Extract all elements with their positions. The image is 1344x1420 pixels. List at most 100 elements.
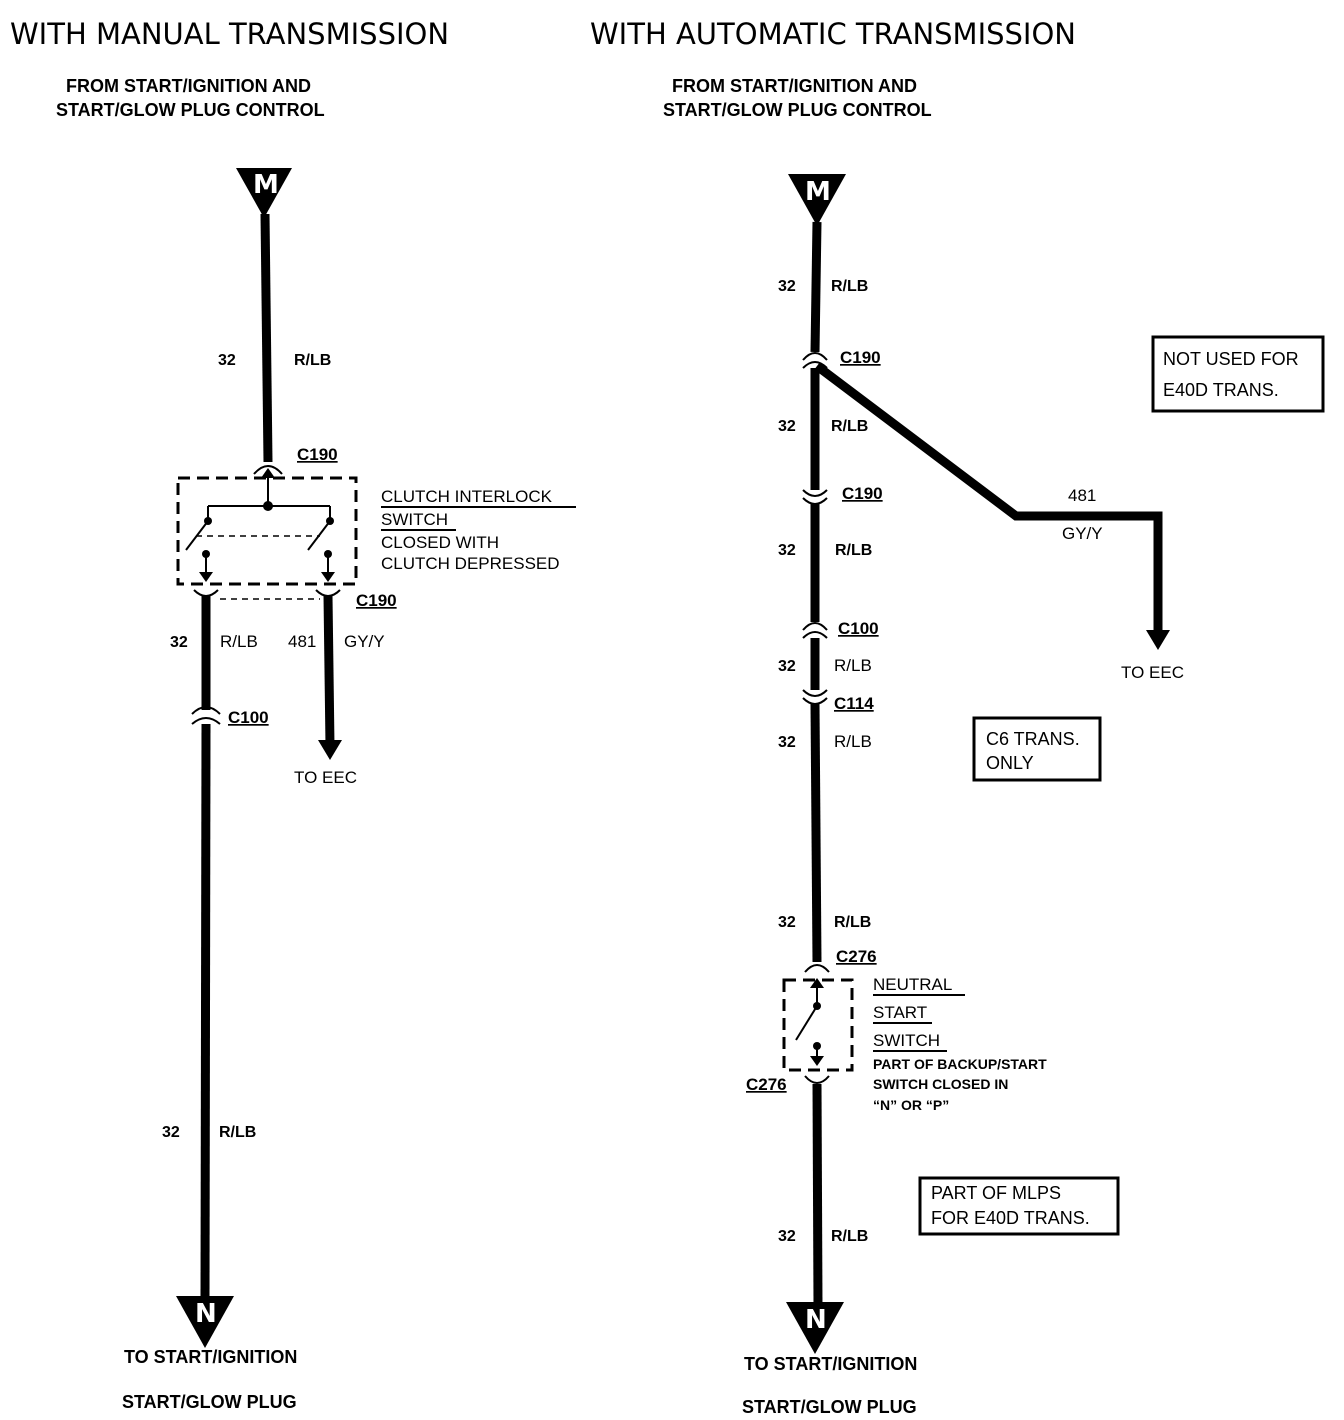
note-mlps-line1: PART OF MLPS (931, 1183, 1061, 1203)
nss-name-line3: SWITCH (873, 1031, 940, 1050)
manual-connector-c190-top-symbol (253, 465, 283, 475)
manual-dest-line1: TO START/IGNITION (124, 1347, 297, 1367)
note-c6-line1: C6 TRANS. (986, 729, 1080, 749)
auto-wire-seg6-color: R/LB (834, 914, 871, 931)
terminal-letter: M (253, 170, 279, 200)
auto-connector-c190-a-upper (802, 352, 828, 361)
manual-wire-lower-color: R/LB (219, 1124, 256, 1141)
terminal-letter: N (195, 1299, 217, 1329)
terminal-triangle (788, 174, 846, 226)
auto-connector-c190-a-label: C190 (840, 348, 881, 367)
manual-wire-lower (200, 723, 211, 1301)
auto-wire-seg5 (810, 703, 822, 963)
auto-wire-seg2-circuit: 32 (778, 418, 796, 435)
auto-wire-seg5-color: R/LB (834, 732, 872, 751)
note-e40d-line2: E40D TRANS. (1163, 380, 1279, 400)
manual-wire-top-circuit: 32 (218, 352, 236, 369)
note-c6-box (972, 716, 1102, 782)
auto-connector-c100-upper (802, 622, 828, 631)
nss-note-line3: “N” OR “P” (873, 1097, 949, 1113)
nss-note-line1: PART OF BACKUP/START (873, 1056, 1047, 1072)
manual-connector-c100-label: C100 (228, 708, 269, 727)
auto-connector-c114-lower (802, 697, 828, 705)
auto-wire-seg4-circuit: 32 (778, 658, 796, 675)
automatic-section: WITH AUTOMATIC TRANSMISSION FROM START/I… (590, 17, 1325, 1417)
clutch-switch-note-line1: CLOSED WITH (381, 533, 499, 552)
manual-wire-eec-circuit: 481 (288, 632, 316, 651)
auto-wire-seg3-circuit: 32 (778, 542, 796, 559)
manual-wire-left-color: R/LB (220, 632, 258, 651)
auto-source-line2: START/GLOW PLUG CONTROL (663, 100, 932, 120)
note-mlps-box (918, 1176, 1120, 1236)
auto-wire-seg7-color: R/LB (831, 1228, 868, 1245)
auto-connector-c114-upper (802, 689, 828, 697)
auto-wire-seg2-color: R/LB (831, 418, 868, 435)
nss-name-line2: START (873, 1003, 927, 1022)
nss-top-arrow (810, 978, 824, 988)
nss-name-line1: NEUTRAL (873, 975, 952, 994)
manual-source-line1: FROM START/IGNITION AND (66, 76, 311, 96)
nss-blade (795, 1005, 818, 1041)
auto-connector-c190-b-label: C190 (842, 484, 883, 503)
auto-wire-seg1 (810, 221, 822, 353)
auto-wire-seg1-color: R/LB (831, 278, 868, 295)
auto-connector-c114-label: C114 (834, 694, 874, 713)
terminal-letter: M (805, 177, 831, 207)
auto-dest-line1: TO START/IGNITION (744, 1354, 917, 1374)
switch-left-arrow (199, 572, 213, 582)
manual-wire-lower-circuit: 32 (162, 1124, 180, 1141)
manual-wire-top (260, 213, 273, 463)
manual-connector-c100-upper (191, 706, 221, 715)
manual-terminal-m: M (236, 168, 292, 218)
nss-note-line2: SWITCH CLOSED IN (873, 1076, 1008, 1092)
auto-connector-c190-b-upper (802, 489, 828, 497)
clutch-switch-note-line2: CLUTCH DEPRESSED (381, 554, 560, 573)
auto-wire-seg4-color: R/LB (834, 656, 872, 675)
note-e40d-box (1151, 335, 1325, 413)
manual-connector-c190-left-symbol (193, 589, 219, 597)
auto-dest-line2: START/GLOW PLUG (742, 1397, 917, 1417)
neutral-start-switch-box (782, 978, 854, 1072)
auto-branch-color: GY/Y (1062, 524, 1103, 543)
auto-connector-c276-bottom-symbol (804, 1075, 830, 1084)
auto-connector-c100-lower (802, 631, 828, 639)
auto-wire-seg5-circuit: 32 (778, 734, 796, 751)
auto-connector-c190-a-lower (802, 361, 828, 369)
manual-connector-c190-top-label: C190 (297, 445, 338, 464)
auto-connector-c276-bottom-label: C276 (746, 1075, 787, 1094)
note-mlps-line2: FOR E40D TRANS. (931, 1208, 1090, 1228)
nss-bottom-arrow (810, 1056, 824, 1066)
auto-wire-seg1-circuit: 32 (778, 278, 796, 295)
terminal-letter: N (805, 1305, 827, 1335)
auto-to-eec-label: TO EEC (1121, 663, 1184, 682)
clutch-switch-name-line1: CLUTCH INTERLOCK (381, 487, 553, 506)
auto-eec-arrow (1146, 630, 1170, 650)
clutch-interlock-switch-box (176, 476, 358, 586)
manual-terminal-n: N (176, 1296, 234, 1348)
note-e40d-line1: NOT USED FOR (1163, 349, 1299, 369)
terminal-triangle (786, 1302, 844, 1354)
auto-source-line1: FROM START/IGNITION AND (672, 76, 917, 96)
manual-wire-left-circuit: 32 (170, 634, 188, 651)
auto-connector-c190-b-lower (802, 497, 828, 505)
manual-eec-arrow (318, 740, 342, 760)
auto-wire-seg7 (812, 1083, 823, 1307)
auto-branch-circuit: 481 (1068, 486, 1096, 505)
auto-connector-c100-label: C100 (838, 619, 879, 638)
auto-wire-seg3-color: R/LB (835, 542, 872, 559)
terminal-triangle (176, 1296, 234, 1348)
auto-title: WITH AUTOMATIC TRANSMISSION (590, 17, 1076, 51)
auto-connector-c276-top-label: C276 (836, 947, 877, 966)
manual-wire-eec-color: GY/Y (344, 632, 385, 651)
auto-wire-branch-eec (814, 362, 1163, 636)
auto-wire-seg7-circuit: 32 (778, 1228, 796, 1245)
terminal-triangle (236, 168, 292, 218)
manual-title: WITH MANUAL TRANSMISSION (10, 17, 449, 51)
manual-source-line2: START/GLOW PLUG CONTROL (56, 100, 325, 120)
manual-connector-c190-top-arrow (261, 468, 275, 478)
manual-section: WITH MANUAL TRANSMISSION FROM START/IGNI… (10, 17, 576, 1412)
auto-connector-c276-top-symbol (804, 964, 830, 973)
auto-terminal-n: N (786, 1302, 844, 1354)
